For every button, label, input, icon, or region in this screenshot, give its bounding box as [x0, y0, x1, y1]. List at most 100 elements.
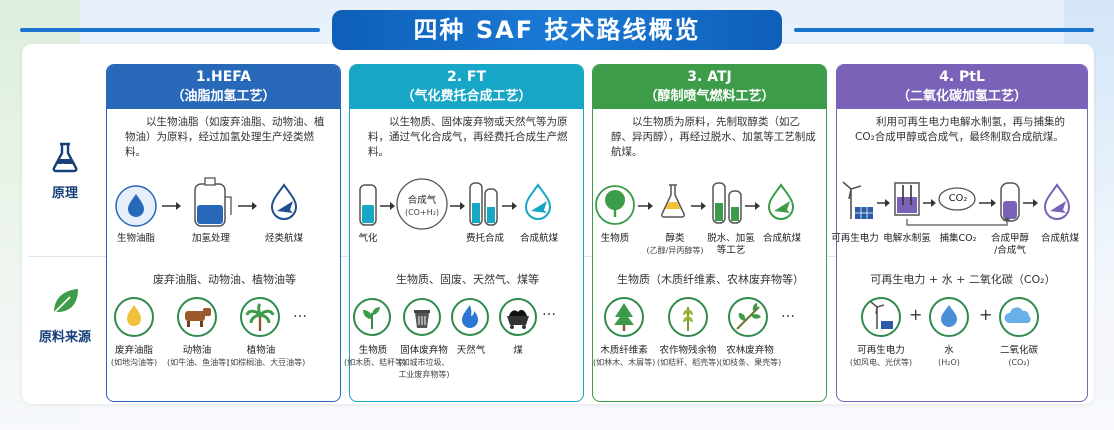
material-biomass: 生物质 (如木质、秸秆等) [344, 345, 407, 369]
material-forestry-waste: 农林废弃物 (如枝条、果壳等) [719, 345, 781, 369]
oil-drop-icon [115, 185, 157, 227]
material-crop-residue: 农作物残余物 (如秸秆、稻壳等) [657, 345, 719, 369]
column-ft-materials: … 生物质 (如木质、秸秆等) 固体废弃物 (如城市垃圾、工业废弃物等) 天然气… [344, 295, 585, 385]
material-water: 水 (H₂O) [929, 345, 969, 369]
material-co2-name: 二氧化碳 [999, 345, 1038, 356]
column-hefa-title: 1.HEFA [195, 69, 252, 85]
trash-bin-icon [403, 298, 441, 336]
material-renewable-power-note: (如风电、光伏等) [849, 358, 913, 367]
material-waste-oil-note: (如地沟油等) [110, 358, 158, 367]
column-atj-material-title: 生物质（木质纤维素、农林废弃物等） [617, 273, 804, 286]
page-title: 四种 SAF 技术路线概览 [332, 10, 782, 50]
waste-oil-icon [114, 297, 154, 337]
column-atj-process: 生物质 醇类 (乙醇/异丙醇等) 脱水、加氢 等工艺 合成航煤 [593, 175, 828, 259]
dehydration-reactor-icon [712, 182, 742, 224]
plus-sign: + [979, 305, 993, 324]
co2-label: CO₂ [948, 193, 968, 204]
flame-icon [451, 298, 489, 336]
step-alcohols: 醇类 (乙醇/异丙醇等) [645, 233, 705, 257]
material-crop-residue-name: 农作物残余物 [659, 345, 717, 356]
wheat-icon [668, 297, 708, 337]
material-solid-waste-name: 固体废弃物 [400, 345, 448, 356]
syngas-name: 合成气 [407, 195, 437, 206]
material-biomass-note: (如木质、秸秆等) [344, 358, 407, 367]
flask-icon [52, 142, 78, 173]
h2-flow-line [906, 219, 1008, 226]
material-natural-gas-name: 天然气 [456, 345, 486, 356]
more-ellipsis: … [542, 303, 556, 319]
syngas-label: 合成气 (CO+H₂) [402, 195, 442, 219]
step-hydro-treating: 加氢处理 [191, 233, 230, 244]
jet-fuel-icon [270, 183, 298, 220]
material-solid-waste: 固体废弃物 (如城市垃圾、工业废弃物等) [396, 345, 452, 381]
column-ft-title: 2. FT [446, 69, 487, 85]
step-methanol-synthesis-name: 合成甲醇 [990, 233, 1029, 244]
column-atj-subtitle: （醇制喷气燃料工艺） [644, 89, 775, 104]
step-methanol-synthesis: 合成甲醇 /合成气 [985, 233, 1035, 257]
column-ptl-materials: + + 可再生电力 (如风电、光伏等) 水 (H₂O) 二氧化碳 (CO₂) [837, 295, 1089, 385]
palm-tree-icon [240, 297, 280, 337]
title-line-left [20, 28, 320, 32]
cloud-icon [999, 297, 1039, 337]
biomass-icon [353, 298, 391, 336]
step-alcohols-name: 醇类 [665, 233, 685, 244]
column-atj: 3. ATJ （醇制喷气燃料工艺） 以生物质为原料，先制取醇类（如乙醇、异丙醇）… [592, 64, 827, 402]
material-coal: 煤 [506, 345, 530, 357]
side-material-label: 原料来源 [38, 330, 91, 345]
material-renewable-power-name: 可再生电力 [857, 345, 905, 356]
reactor-tank-icon [194, 177, 232, 227]
conifer-tree-icon [604, 297, 644, 337]
material-lignocellulose: 木质纤维素 (如林木、木屑等) [593, 345, 655, 369]
column-ft-material-title: 生物质、固废、天然气、煤等 [396, 273, 539, 286]
material-waste-oil-name: 废弃油脂 [114, 345, 153, 356]
material-biomass-name: 生物质 [358, 345, 388, 356]
column-ptl: 4. PtL （二氧化碳加氢工艺） 利用可再生电力电解水制氢，再与捕集的CO₂合… [831, 64, 1089, 402]
column-atj-materials: … 木质纤维素 (如林木、木屑等) 农作物残余物 (如秸秆、稻壳等) 农林废弃物… [593, 295, 828, 385]
flask-icon [660, 184, 686, 218]
step-dehydration: 脱水、加氢 等工艺 [705, 233, 757, 257]
material-coal-name: 煤 [513, 345, 523, 356]
step-dehydration-name: 脱水、加氢 [707, 233, 755, 244]
material-animal-oil-note: (如牛油、鱼油等) [167, 358, 230, 367]
more-ellipsis: … [293, 305, 307, 321]
more-ellipsis: … [781, 305, 795, 321]
column-ft-header: 2. FT （气化费托合成工艺） [350, 65, 583, 109]
material-forestry-waste-name: 农林废弃物 [726, 345, 774, 356]
step-synthetic-jet-fuel: 合成航煤 [519, 233, 558, 244]
syngas-formula: (CO+H₂) [404, 208, 440, 217]
material-co2: 二氧化碳 (CO₂) [997, 345, 1041, 369]
material-water-name: 水 [944, 345, 954, 356]
step-synthetic-jet-fuel: 合成航煤 [1040, 233, 1079, 244]
step-bio-oil: 生物油脂 [116, 233, 155, 244]
column-ptl-description: 利用可再生电力电解水制氢，再与捕集的CO₂合成甲醇或合成气，最终制取合成航煤。 [855, 116, 1065, 143]
column-ft-subtitle: （气化费托合成工艺） [401, 89, 532, 104]
step-dehydration-note: 等工艺 [716, 245, 746, 256]
coal-cart-icon [499, 298, 537, 336]
material-plant-oil-note: (如棕榈油、大豆油等) [227, 358, 306, 367]
material-animal-oil: 动物油 (如牛油、鱼油等) [167, 345, 230, 369]
step-biomass: 生物质 [600, 233, 630, 244]
material-plant-oil-name: 植物油 [246, 345, 276, 356]
step-gasification: 气化 [358, 233, 378, 244]
column-atj-title: 3. ATJ [687, 69, 732, 85]
gasifier-icon [359, 184, 377, 226]
side-principle: 原理 [28, 140, 102, 201]
ft-reactor-icon [469, 182, 498, 226]
material-renewable-power: 可再生电力 (如风电、光伏等) [847, 345, 915, 369]
step-co2-capture: 捕集CO₂ [939, 233, 977, 244]
column-atj-description: 以生物质为原料，先制取醇类（如乙醇、异丙醇），再经过脱水、加氢等工艺制成航煤。 [611, 116, 816, 158]
electrolyzer-icon [894, 182, 920, 216]
plus-sign: + [909, 305, 923, 324]
cow-icon [177, 297, 217, 337]
syngas-bubble [396, 178, 448, 230]
material-lignocellulose-name: 木质纤维素 [600, 345, 648, 356]
column-hefa: 1.HEFA （油脂加氢工艺） 以生物油脂（如废弃油脂、动物油、植物油）为原料，… [106, 64, 341, 402]
column-ptl-header: 4. PtL （二氧化碳加氢工艺） [837, 65, 1087, 109]
step-synthetic-jet-fuel: 合成航煤 [762, 233, 801, 244]
wind-solar-icon [842, 181, 873, 219]
material-waste-oil: 废弃油脂 (如地沟油等) [105, 345, 163, 369]
jet-fuel-icon [1043, 183, 1071, 220]
leaf-icon [53, 289, 78, 314]
column-ptl-title: 4. PtL [939, 69, 985, 85]
side-material: 原料来源 [28, 284, 102, 345]
